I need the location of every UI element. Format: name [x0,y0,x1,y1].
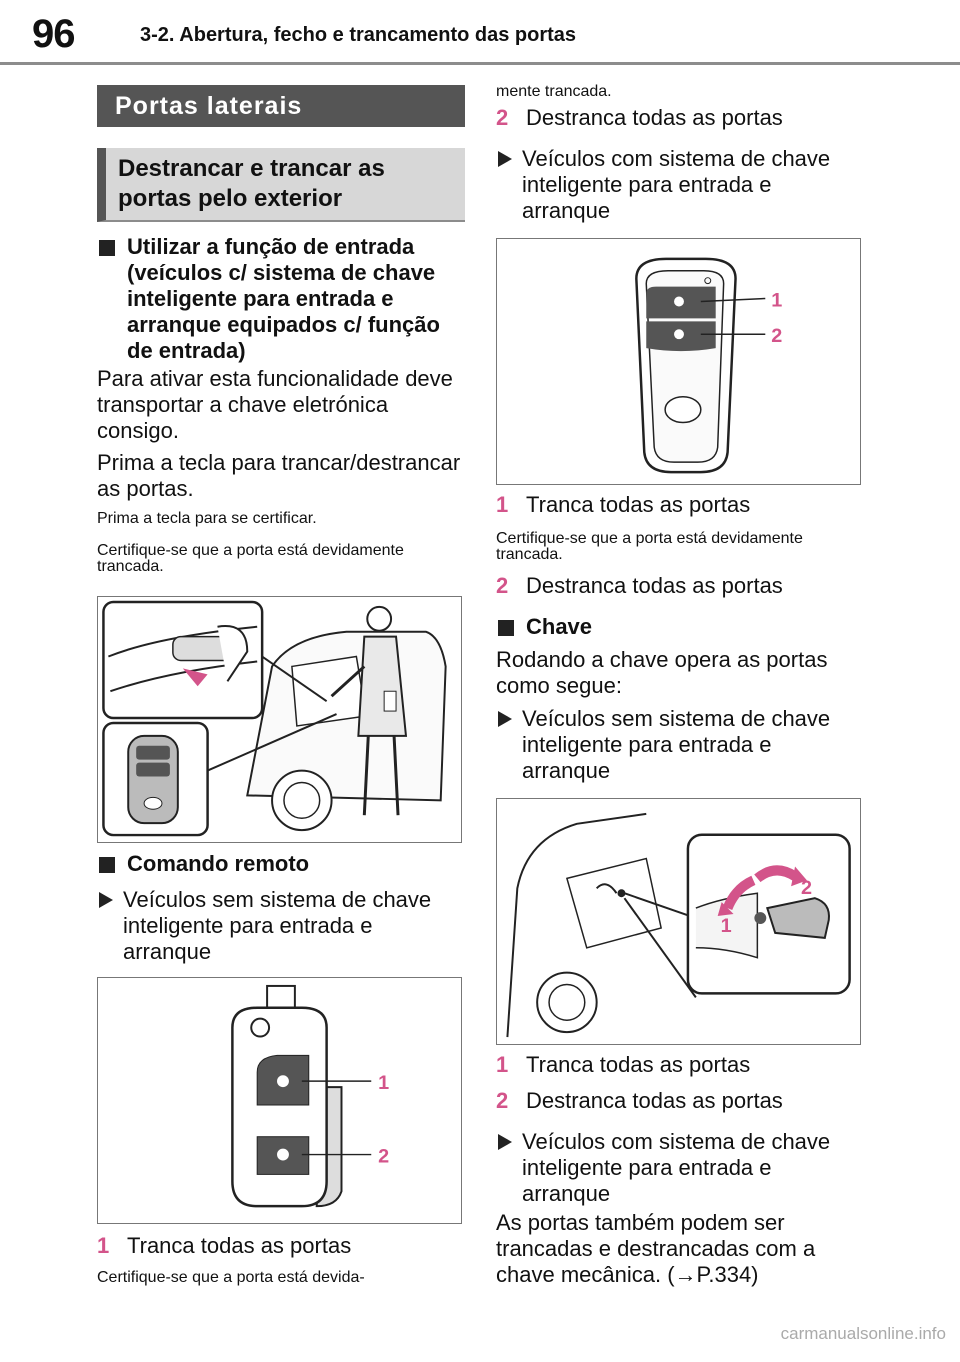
callout-1-smart: 1 [771,289,782,311]
note-check-locked-start: Certifique-se que a porta está devida- [97,1269,365,1286]
remote-heading: Comando remoto [97,851,465,877]
item-unlock-all-key-text: Destranca todas as portas [526,1088,783,1113]
smart-key-svg: 1 2 [635,257,782,474]
item-unlock-all-smart-text: Destranca todas as portas [526,573,783,598]
bullet-smart-key: Veículos com sistema de chave inteligent… [496,146,836,224]
item-unlock-all: 2 Destranca todas as portas [496,105,866,131]
remote-flip-key-svg: 1 2 [231,984,389,1208]
chapter-title: 3-2. Abertura, fecho e trancamento das p… [140,24,577,46]
callout-1-mech: 1 [721,915,732,937]
subsection-title: Destrancar e trancar as portas pelo exte… [97,148,465,222]
page-number: 96 [32,12,75,56]
entry-function-illustration [97,596,462,843]
mechanical-key-svg: 2 1 [506,812,851,1038]
item-number-2-key: 2 [496,1088,509,1113]
key-paragraph: Rodando a chave opera as portas como seg… [496,647,828,698]
item-number-2-smart: 2 [496,573,509,598]
bullet-smart-key-2: Veículos com sistema de chave inteligent… [496,1129,836,1207]
entry-function-heading: Utilizar a função de entrada (veículos c… [97,234,465,364]
bullet-no-smart-key-2: Veículos sem sistema de chave inteligent… [496,706,846,784]
item-lock-all-key: 1 Tranca todas as portas [496,1052,866,1078]
item-number-1-smart: 1 [496,492,509,517]
item-lock-all-text: Tranca todas as portas [127,1233,352,1258]
callout-2-mech: 2 [801,877,812,899]
section-title: Portas laterais [115,91,303,120]
item-number-1-key: 1 [496,1052,509,1077]
item-lock-all-key-text: Tranca todas as portas [526,1052,751,1077]
mechanical-key-illustration: 2 1 [496,798,861,1045]
note-press-to-confirm: Prima a tecla para se certificar. [97,510,317,527]
item-unlock-all-key: 2 Destranca todas as portas [496,1088,866,1114]
final-paragraph: As portas também podem ser trancadas e d… [496,1210,816,1287]
bullet-no-smart-key: Veículos sem sistema de chave inteligent… [97,887,465,965]
item-lock-all: 1 Tranca todas as portas [97,1233,465,1259]
header-divider [0,62,960,65]
item-unlock-all-text: Destranca todas as portas [526,105,783,130]
remote-flip-key-illustration: 1 2 [97,977,462,1224]
key-heading: Chave [496,614,866,640]
item-lock-all-smart: 1 Tranca todas as portas [496,492,866,518]
watermark: carmanualsonline.info [780,1324,946,1343]
smart-key-illustration: 1 2 [496,238,861,485]
callout-1: 1 [378,1072,389,1094]
item-lock-all-smart-text: Tranca todas as portas [526,492,751,517]
section-title-bar: Portas laterais [97,85,465,127]
item-number-2: 2 [496,105,509,130]
paragraph-carry-key: Para ativar esta funcionalidade deve tra… [97,366,453,443]
paragraph-press-key: Prima a tecla para trancar/destrancar as… [97,450,461,501]
entry-function-svg [102,600,447,837]
note-check-locked: Certifique-se que a porta está devidamen… [97,542,404,575]
item-unlock-all-smart: 2 Destranca todas as portas [496,573,866,599]
callout-2-smart: 2 [771,325,782,347]
item-number-1: 1 [97,1233,110,1258]
callout-2: 2 [378,1145,389,1167]
note-check-locked-smart: Certifique-se que a porta está devidamen… [496,530,803,563]
note-check-locked-end: mente trancada. [496,83,612,100]
